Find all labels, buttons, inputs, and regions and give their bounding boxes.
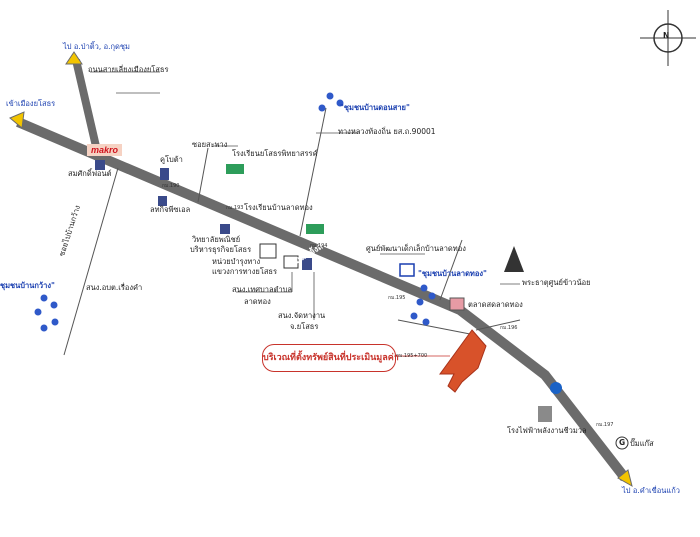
subject-property-callout: บริเวณที่ตั้งทรัพย์สินที่ประเมินมูลค่า (262, 344, 399, 372)
office-icon (259, 243, 299, 269)
compass-letter: N (663, 31, 670, 40)
gas-drop-icon (550, 382, 562, 394)
market-icon (449, 297, 465, 311)
road-muang-lat-label: ถนนสายเลี่ยงเมืองยโสธร (88, 65, 169, 74)
to-kham-khuean-label: ไป อ.คำเขื่อนแก้ว (622, 486, 680, 495)
km-marker: กม.194 (310, 243, 328, 249)
power-plant-icon (538, 406, 552, 422)
community-dots (34, 92, 436, 332)
nuay-bamrung-label: หน่วยบำรุงทาง (212, 257, 261, 266)
arrow-southeast (617, 469, 633, 488)
rak-kila-label: สมศักดิ์ฟอนต์ (68, 169, 112, 178)
rongrian-lat-thong-label: โรงเรียนบ้านลาดทอง (244, 203, 313, 212)
side-road-market (397, 319, 471, 335)
talat-lat-thong-label: ตลาดสดลาดทอง (468, 300, 523, 309)
wittayalai-label: วิทยาลัยพณิชย์ (192, 235, 241, 244)
sanor-rueang-label: สนง.อบต.เรื่องคำ (86, 283, 143, 292)
side-road-lat-thong (439, 239, 463, 301)
highway-90001-label: ทางหลวงท้องถิ่น ยส.ถ.90001 (338, 127, 436, 136)
center-child-label: ศูนย์พัฒนาเด็กเล็กบ้านลาดทอง (366, 244, 466, 253)
north-branch-road (72, 59, 102, 156)
rong-faifa-label: โรงไฟฟ้าพลังงานชีวมวล (507, 426, 587, 435)
side-road-east (475, 319, 521, 331)
makro-logo: makro (87, 144, 123, 156)
chumchon-don-sai-label: "ชุมชนบ้านดอนสาย" (340, 103, 410, 112)
lak-phichit-label: ลทกิจพีซเอล (150, 205, 191, 214)
km-marker: กม.195 (388, 295, 406, 301)
to-city-label: เข้าเมืองยโสธร (6, 99, 56, 108)
chumchon-ban-kwang-label: ชุมชนบ้านกว้าง" (0, 281, 55, 290)
chor-yasothon-label: จ.ยโสธร (290, 322, 319, 331)
gas-station-label: ปั๊มแก๊ส (630, 439, 654, 448)
arrow-north (65, 51, 83, 65)
chumchon-lat-thong-label: "ชุมชนบ้านลาดทอง" (418, 269, 487, 278)
subject-property-parcel (439, 329, 487, 393)
main-highway (16, 117, 629, 482)
lat-thong-label: ลาดทอง (244, 297, 271, 306)
sanor-thetsaban-label: สนง.เทศบาลตำบล (232, 285, 293, 294)
phra-that-label: พระธาตุศูนย์ข้าวน้อย (522, 278, 591, 287)
side-road-don-sai (299, 107, 327, 237)
side-road-sapang (197, 147, 209, 203)
km-marker: กม.193 (226, 205, 244, 211)
km-marker: กม.190 (162, 183, 180, 189)
house-icon (399, 263, 415, 277)
school-icon (226, 164, 324, 234)
km-marker: กม.196 (500, 325, 518, 331)
rongrian-phichit-label: โรงเรียนยโสธรพิทยาสรรค์ (232, 149, 318, 158)
gas-g-letter: G (619, 438, 626, 447)
side-road-ban-kwang (63, 167, 119, 356)
to-phatong-label: ไป อ.ป่าติ้ว, อ.กุดชุม (63, 42, 130, 51)
gas-g-icon (615, 436, 629, 450)
building-icon (95, 160, 312, 270)
km-marker: กม.195+700 (396, 353, 428, 359)
chaeng-khan-label: แขวงการทางยโสธร (212, 267, 278, 276)
kubota-label: คูโบต้า (160, 155, 183, 164)
borisat-label: บริหารธุรกิจยโสธร (190, 245, 252, 254)
sai-sapang-label: ซอยสะพาง (192, 140, 228, 149)
sanor-chat-label: สนง.จัดหางาน (278, 311, 326, 320)
arrow-west (9, 111, 25, 129)
km-marker: กม.197 (596, 422, 614, 428)
stupa-icon (504, 246, 524, 272)
